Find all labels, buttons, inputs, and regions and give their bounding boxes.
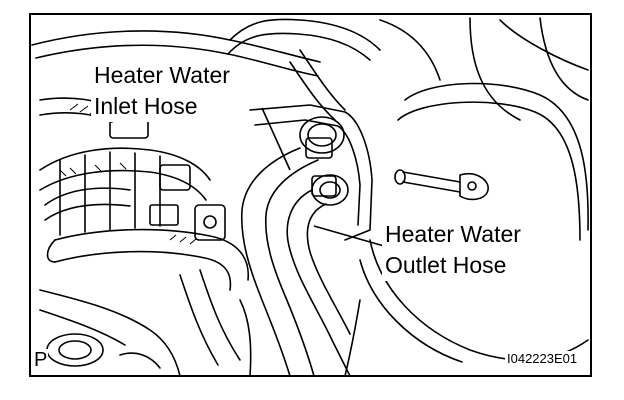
inlet-leader-line (261, 107, 291, 171)
outlet-hose-callout: Heater Water Outlet Hose (382, 219, 524, 281)
p-mark-label: P (33, 349, 49, 371)
outlet-hose-label-line2: Outlet Hose (385, 252, 507, 278)
outlet-leader-line (313, 225, 385, 247)
outlet-hose-label-line1: Heater Water (385, 221, 521, 247)
line-art (31, 17, 589, 377)
inlet-hose-label-line2: Inlet Hose (94, 93, 198, 119)
figure-id-label: I042223E01 (505, 351, 580, 367)
inlet-hose-label-line1: Heater Water (94, 62, 230, 88)
inlet-hose-callout: Heater Water Inlet Hose (91, 60, 233, 122)
